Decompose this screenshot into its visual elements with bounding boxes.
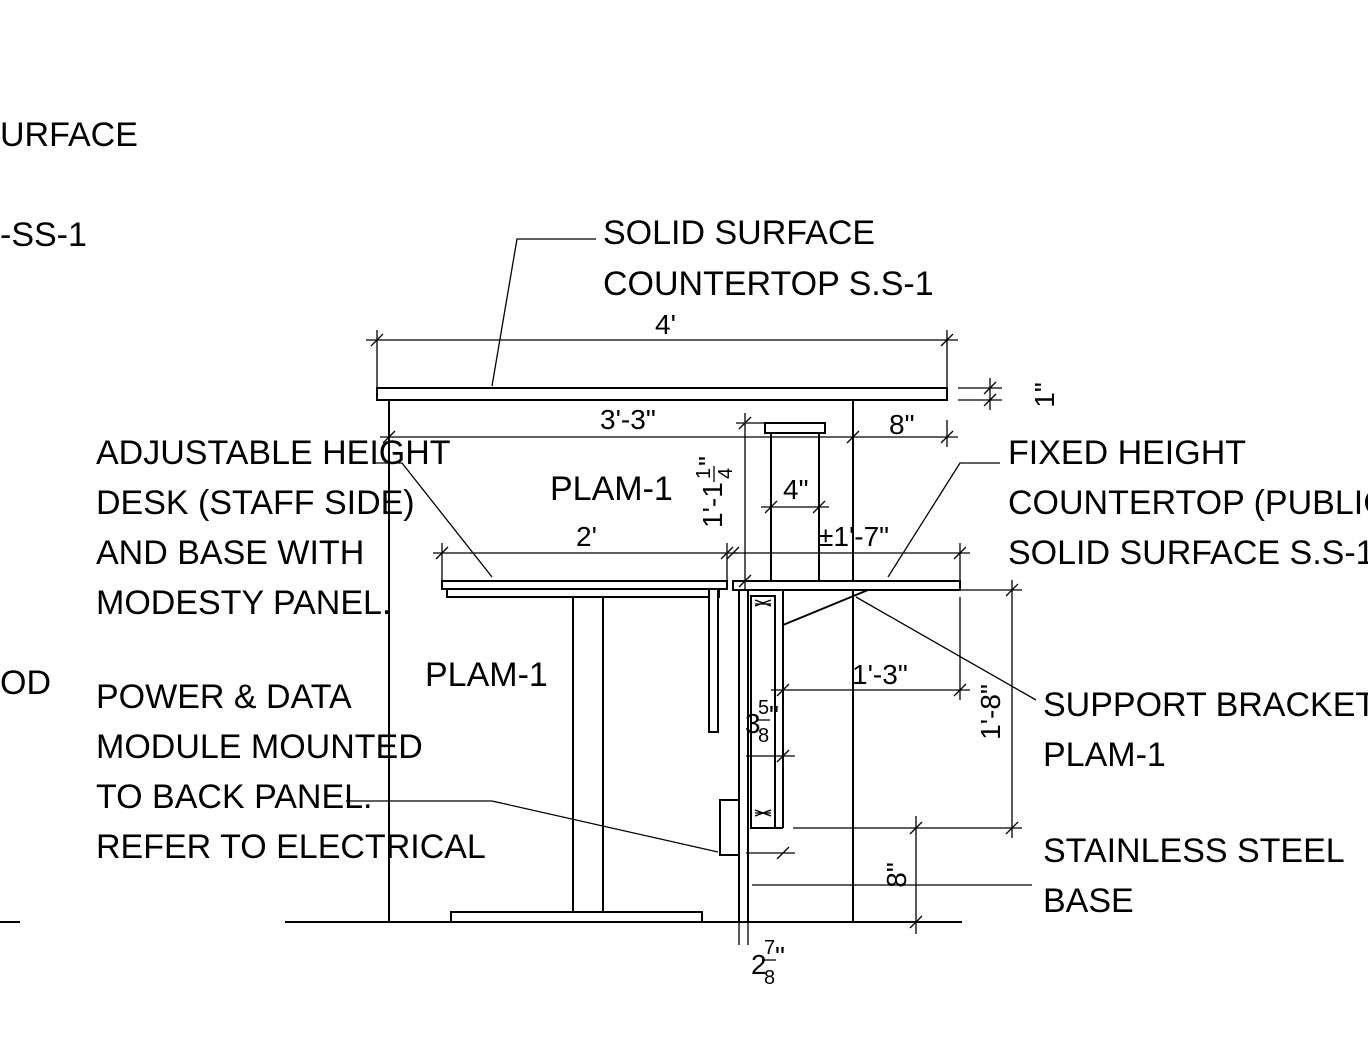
leader-countertop <box>491 238 596 387</box>
svg-text:": " <box>769 700 779 731</box>
dim-bracket-height-ticks <box>1005 583 1019 835</box>
leveler-glyph-bottom <box>754 809 772 817</box>
leveler-glyph-top <box>754 599 772 607</box>
dim-post-height-ticks <box>738 416 752 588</box>
bracket-label-line1: SUPPORT BRACKET <box>1043 686 1368 724</box>
dim-thickness-ticks <box>983 381 997 407</box>
fixed-label-line3: SOLID SURFACE S.S-1 <box>1008 534 1368 572</box>
desk-label-line1: ADJUSTABLE HEIGHT <box>96 434 451 472</box>
dim-post-width-ticks <box>764 500 826 514</box>
post-cap <box>764 422 826 434</box>
plam-label-lower: PLAM-1 <box>425 656 548 694</box>
dim-adjust-text: ±1'-7" <box>818 521 889 552</box>
desk-foot <box>450 911 703 923</box>
left-edge-label-1: URFACE <box>0 116 138 154</box>
svg-text:": " <box>775 941 785 972</box>
fixed-label-line1: FIXED HEIGHT <box>1008 434 1246 472</box>
svg-text:8: 8 <box>758 725 769 747</box>
dim-desk-width-ticks <box>435 546 734 560</box>
power-label-line4: REFER TO ELECTRICAL <box>96 828 486 866</box>
power-label-line1: POWER & DATA <box>96 678 352 716</box>
dim-right-overhang-text: 8" <box>889 409 915 440</box>
dim-adjust-ticks <box>726 546 967 560</box>
dim-desk-width-text: 2' <box>576 521 597 552</box>
svg-text:1'-1: 1'-1 <box>697 482 728 528</box>
dim-base-height-ticks <box>909 821 923 929</box>
dim-panel-depth-label: 3 5 8 " <box>745 697 779 747</box>
dim-base-height-text: 8" <box>881 862 912 888</box>
desk-label-line2: DESK (STAFF SIDE) <box>96 484 415 522</box>
svg-text:2: 2 <box>751 949 767 980</box>
desk-label-line4: MODESTY PANEL. <box>96 584 391 622</box>
svg-text:3: 3 <box>745 708 761 739</box>
power-label-line2: MODULE MOUNTED <box>96 728 423 766</box>
countertop-label-line1: SOLID SURFACE <box>603 214 875 252</box>
adjustable-desk-top <box>441 580 728 590</box>
stainless-steel-base <box>750 595 776 829</box>
dim-thickness-text: 1" <box>1029 382 1060 408</box>
steel-label-line1: STAINLESS STEEL <box>1043 832 1345 870</box>
support-bracket-diagonal <box>782 589 869 626</box>
dim-bracket-height-text: 1'-8" <box>975 684 1006 740</box>
bracket-label-line2: PLAM-1 <box>1043 736 1166 774</box>
dim-bracket-depth-text: 1'-3" <box>852 659 908 690</box>
dim-post-height-label: 1'-1 1 4 " <box>693 456 737 528</box>
fixed-label-line2: COUNTERTOP (PUBLIC SIDE) <box>1008 484 1368 522</box>
desk-label-line3: AND BASE WITH <box>96 534 364 572</box>
svg-text:5: 5 <box>758 697 769 719</box>
leader-desk <box>374 462 493 578</box>
svg-text:1: 1 <box>693 468 715 479</box>
svg-text:4: 4 <box>715 468 737 479</box>
leader-fixed-top <box>887 462 1000 578</box>
left-edge-label-2: -SS-1 <box>0 216 87 254</box>
plam-label-upper: PLAM-1 <box>550 470 673 508</box>
modesty-panel <box>708 588 719 733</box>
power-data-module <box>719 799 740 856</box>
dim-panel-depth-ticks <box>776 749 790 860</box>
countertop-label-line2: COUNTERTOP S.S-1 <box>603 265 934 303</box>
fixed-height-countertop <box>732 580 961 591</box>
svg-text:8: 8 <box>764 967 775 989</box>
power-label-line3: TO BACK PANEL. <box>96 778 373 816</box>
dim-post-width-text: 4" <box>783 474 809 505</box>
left-edge-label-3: OD <box>0 664 51 702</box>
leader-bracket <box>855 596 1037 701</box>
svg-text:": " <box>693 456 724 466</box>
svg-text:7: 7 <box>764 937 775 959</box>
leader-power-module <box>346 800 719 853</box>
steel-label-line2: BASE <box>1043 882 1134 920</box>
solid-surface-countertop <box>376 387 948 401</box>
dim-inner-width-text: 3'-3" <box>600 404 656 435</box>
dim-base-width-label: 2 7 8 " <box>751 937 785 989</box>
dim-overall-width-text: 4' <box>655 309 676 340</box>
adjustable-desk-subtop <box>446 588 720 598</box>
dim-overall-width-ticks <box>370 333 954 347</box>
